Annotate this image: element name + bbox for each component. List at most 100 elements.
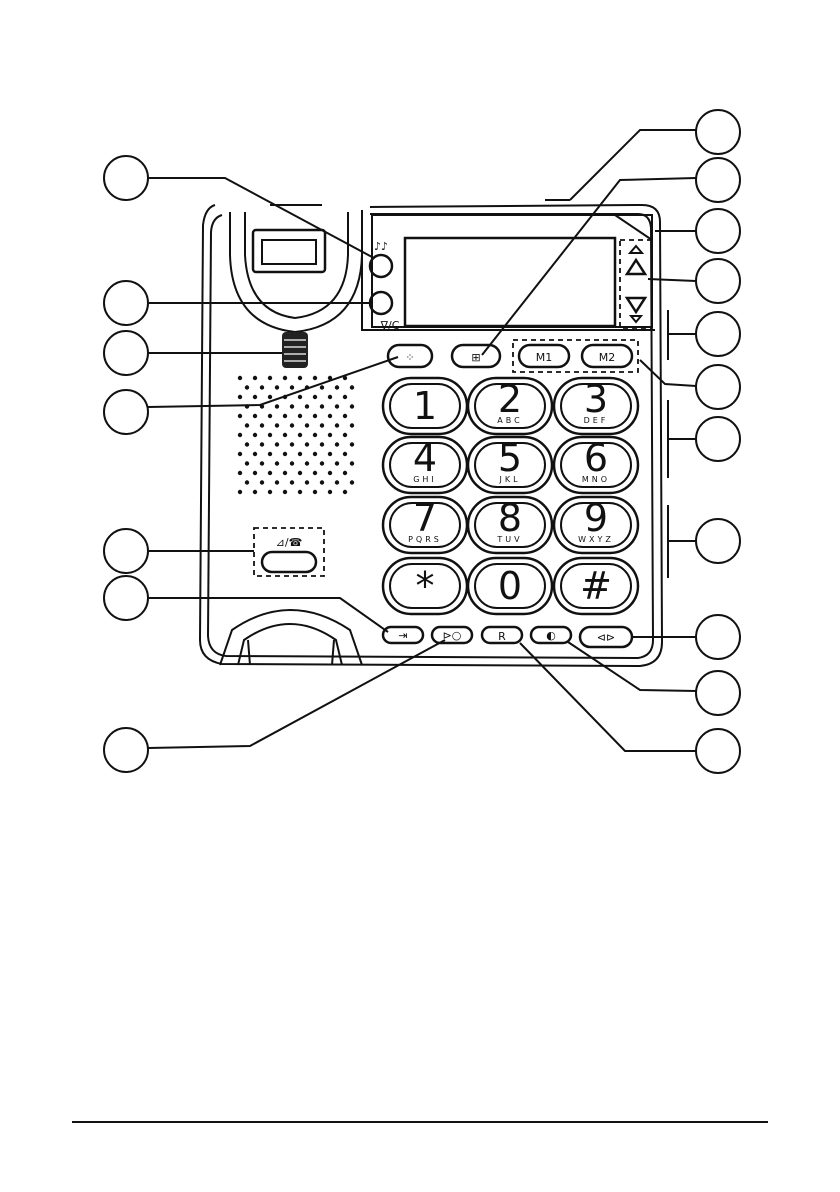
grille-dot bbox=[283, 452, 287, 456]
grille-dot bbox=[335, 442, 339, 446]
key-digit: 6 bbox=[584, 436, 608, 480]
grille-dot bbox=[305, 442, 309, 446]
callout-circle bbox=[696, 417, 740, 461]
hold-icon: ◐ bbox=[546, 629, 556, 642]
callout-circle bbox=[696, 209, 740, 253]
key-0[interactable]: 0 bbox=[468, 558, 552, 614]
grille-dot bbox=[253, 471, 257, 475]
grille-dot bbox=[290, 423, 294, 427]
display-area bbox=[362, 215, 655, 330]
side-round-keys: ♪♪ ∇/C bbox=[370, 240, 400, 332]
handsfree-key-group: ⊿/☎ bbox=[254, 528, 324, 576]
grille-dot bbox=[313, 376, 317, 380]
grille-dot bbox=[313, 471, 317, 475]
speaker-icon: ⇥ bbox=[398, 629, 407, 642]
grille-dot bbox=[343, 395, 347, 399]
grille-dot bbox=[268, 490, 272, 494]
grille-dot bbox=[238, 433, 242, 437]
handsfree-icon: ⊿/☎ bbox=[276, 536, 303, 549]
grille-dot bbox=[305, 461, 309, 465]
callout-circle bbox=[104, 728, 148, 772]
arrow-up-icon[interactable] bbox=[627, 260, 645, 274]
grille-dot bbox=[260, 480, 264, 484]
grille-dot bbox=[238, 376, 242, 380]
grille-dot bbox=[290, 461, 294, 465]
key-digit: 3 bbox=[584, 377, 608, 421]
key-digit: 4 bbox=[413, 436, 437, 480]
grille-dot bbox=[253, 452, 257, 456]
keypad: 12ABC3DEF4GHI5JKL6MNO7PQRS8TUV9WXYZ*0# bbox=[383, 377, 638, 614]
key-star[interactable]: * bbox=[383, 558, 467, 614]
speaker-grille bbox=[238, 376, 354, 494]
grille-dot bbox=[335, 461, 339, 465]
grille-dot bbox=[320, 423, 324, 427]
grille-dot bbox=[320, 461, 324, 465]
grille-dot bbox=[335, 423, 339, 427]
grille-dot bbox=[313, 433, 317, 437]
key-digit: * bbox=[416, 564, 435, 608]
delete-clear-button[interactable] bbox=[370, 292, 392, 314]
grille-dot bbox=[275, 423, 279, 427]
callout-circle bbox=[696, 615, 740, 659]
callout-circle bbox=[696, 312, 740, 356]
bottom-function-keys: ⇥ ⊳○ R ◐ ⊲⊳ bbox=[383, 627, 632, 647]
grille-dot bbox=[298, 490, 302, 494]
key-1[interactable]: 1 bbox=[383, 378, 467, 434]
grille-dot bbox=[290, 385, 294, 389]
grille-dot bbox=[305, 404, 309, 408]
callout-circle bbox=[104, 281, 148, 325]
key-letters: TUV bbox=[496, 535, 522, 544]
grille-dot bbox=[320, 404, 324, 408]
callout-circle bbox=[104, 576, 148, 620]
handsfree-button[interactable] bbox=[262, 552, 316, 572]
grille-dot bbox=[260, 423, 264, 427]
grille-dot bbox=[313, 452, 317, 456]
grille-dot bbox=[245, 423, 249, 427]
callout-circle bbox=[696, 671, 740, 715]
grille-dot bbox=[245, 480, 249, 484]
grille-dot bbox=[268, 395, 272, 399]
key-digit: 9 bbox=[584, 496, 608, 540]
lcd-screen bbox=[405, 238, 615, 326]
grille-dot bbox=[320, 480, 324, 484]
grille-dot bbox=[298, 395, 302, 399]
grille-dot bbox=[350, 385, 354, 389]
grille-dot bbox=[283, 414, 287, 418]
key-letters: PQRS bbox=[408, 535, 442, 544]
grille-dot bbox=[268, 471, 272, 475]
arrow-down-icon[interactable] bbox=[627, 298, 645, 312]
grille-dot bbox=[238, 490, 242, 494]
grille-dot bbox=[313, 414, 317, 418]
grille-dot bbox=[268, 452, 272, 456]
grille-dot bbox=[335, 480, 339, 484]
grille-dot bbox=[305, 480, 309, 484]
grille-dot bbox=[350, 423, 354, 427]
grille-dot bbox=[253, 376, 257, 380]
grille-dot bbox=[275, 404, 279, 408]
grille-dot bbox=[283, 433, 287, 437]
grille-dot bbox=[343, 452, 347, 456]
grille-dot bbox=[305, 423, 309, 427]
ringer-button[interactable] bbox=[370, 255, 392, 277]
redial-icon: ⁘ bbox=[405, 351, 414, 364]
grille-dot bbox=[253, 395, 257, 399]
grille-dot bbox=[275, 385, 279, 389]
book-icon: ⊞ bbox=[471, 351, 480, 364]
grille-dot bbox=[268, 414, 272, 418]
grille-dot bbox=[238, 452, 242, 456]
key-letters: WXYZ bbox=[578, 535, 614, 544]
recall-label: R bbox=[498, 630, 506, 643]
grille-dot bbox=[245, 442, 249, 446]
grille-dot bbox=[298, 471, 302, 475]
grille-dot bbox=[328, 490, 332, 494]
key-hash[interactable]: # bbox=[554, 558, 638, 614]
